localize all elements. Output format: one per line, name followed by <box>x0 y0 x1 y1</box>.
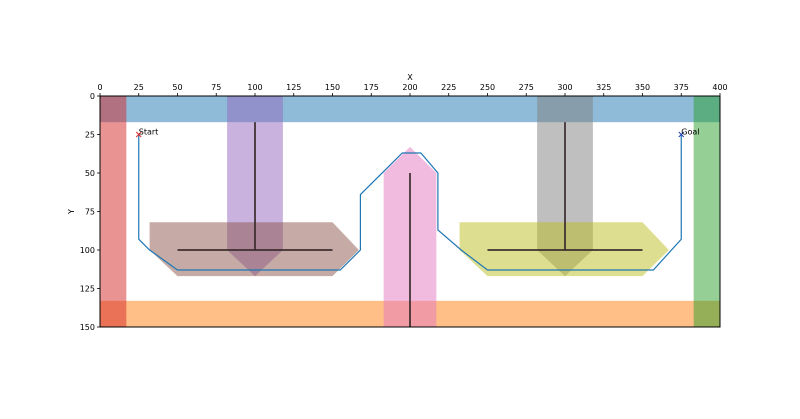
y-tick-label: 125 <box>80 285 95 294</box>
x-tick-label: 75 <box>211 83 221 92</box>
x-tick-label: 375 <box>674 83 689 92</box>
x-tick-label: 125 <box>286 83 301 92</box>
x-tick-label: 225 <box>441 83 456 92</box>
x-tick-label: 175 <box>364 83 379 92</box>
x-tick-label: 0 <box>97 83 102 92</box>
x-tick-label: 100 <box>247 83 262 92</box>
obstacle-rect-3 <box>100 96 127 327</box>
x-tick-label: 200 <box>402 83 417 92</box>
y-tick-label: 150 <box>80 323 95 332</box>
marked-points: Start Goal <box>135 128 699 138</box>
y-tick-label: 25 <box>85 131 95 140</box>
point-marker-start <box>135 131 142 138</box>
x-tick-label: 275 <box>519 83 534 92</box>
centerline-segments <box>177 122 643 327</box>
y-axis-ticks: 0 25 50 75 100 125 150 <box>80 92 100 332</box>
x-tick-label: 400 <box>712 83 727 92</box>
y-tick-label: 0 <box>90 92 95 101</box>
point-label-goal: Goal <box>681 128 699 137</box>
x-axis-label: X <box>407 73 413 82</box>
x-tick-label: 50 <box>172 83 182 92</box>
x-tick-label: 350 <box>635 83 650 92</box>
x-tick-label: 150 <box>325 83 340 92</box>
point-marker-goal <box>678 131 685 138</box>
point-label-start: Start <box>139 128 159 137</box>
obstacle-rect-2 <box>693 96 720 327</box>
path-series <box>138 134 682 271</box>
x-tick-label: 300 <box>557 83 572 92</box>
y-tick-label: 75 <box>85 208 95 217</box>
path-line-0 <box>138 134 682 271</box>
y-axis-label: Y <box>67 209 76 215</box>
x-tick-label: 25 <box>134 83 144 92</box>
y-tick-label: 50 <box>85 169 95 178</box>
x-tick-label: 250 <box>480 83 495 92</box>
obstacle-rect-0 <box>100 96 720 123</box>
y-tick-label: 100 <box>80 246 95 255</box>
x-axis-ticks: 0 25 50 75 100 125 150 175 200 225 250 275 300 325 350… <box>97 83 728 96</box>
x-tick-label: 325 <box>596 83 611 92</box>
